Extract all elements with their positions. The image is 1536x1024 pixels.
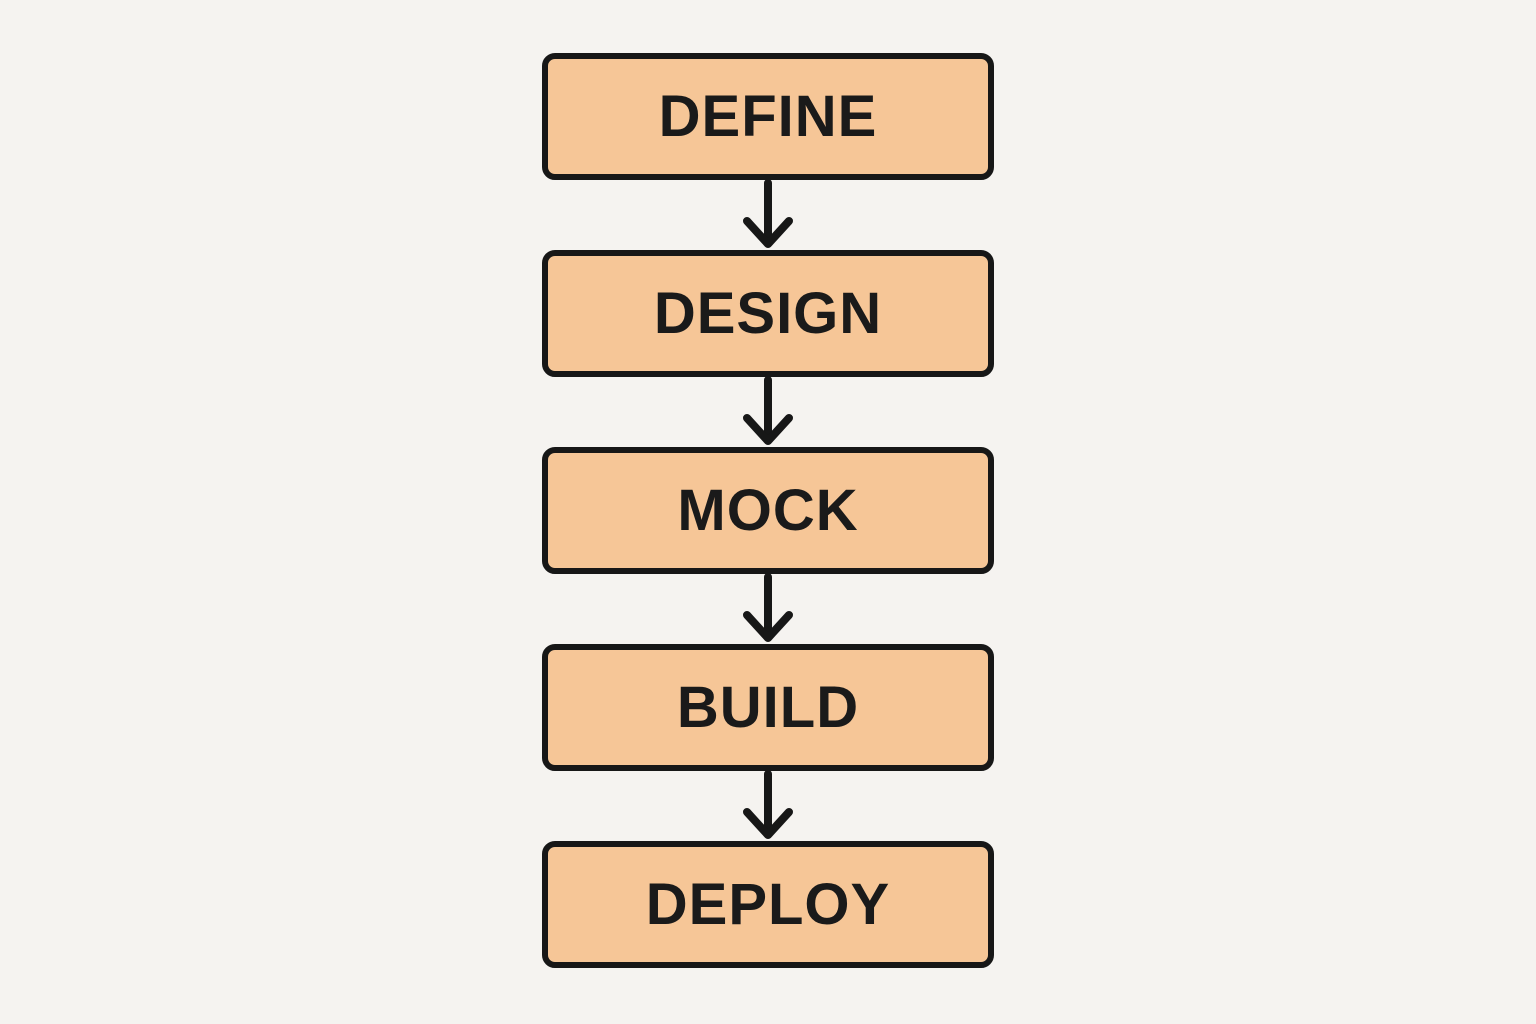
arrow-down-icon — [737, 180, 799, 250]
flow-step-design: DESIGN — [542, 250, 994, 377]
flow-step-deploy: DEPLOY — [542, 841, 994, 968]
flow-step-define-label: DEFINE — [658, 84, 878, 149]
arrow-down-icon — [737, 574, 799, 644]
flow-step-mock-label: MOCK — [677, 478, 859, 543]
flow-step-define: DEFINE — [542, 53, 994, 180]
flow-step-build: BUILD — [542, 644, 994, 771]
flow-step-build-label: BUILD — [676, 675, 860, 740]
flow-step-design-label: DESIGN — [653, 281, 883, 346]
flow-step-deploy-label: DEPLOY — [645, 872, 891, 937]
flow-step-mock: MOCK — [542, 447, 994, 574]
arrow-down-icon — [737, 771, 799, 841]
arrow-down-icon — [737, 377, 799, 447]
